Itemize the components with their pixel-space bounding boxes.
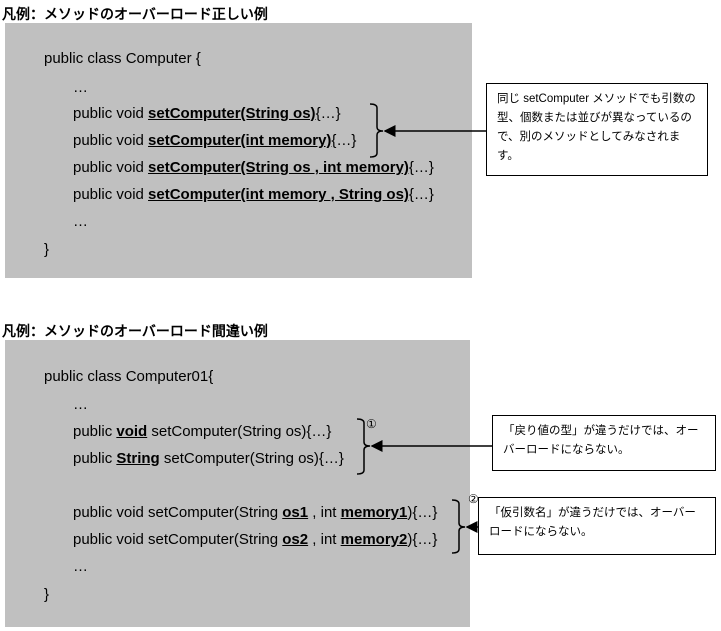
code-line: } (44, 586, 49, 604)
bracket-2 (356, 418, 371, 475)
highlighted-code: memory1 (340, 504, 408, 521)
code-text: public class Computer { (44, 50, 201, 67)
code-text: {…} (315, 105, 341, 122)
code-line: } (44, 241, 49, 259)
code-text: public (73, 423, 117, 440)
code-text: public void (73, 105, 149, 122)
code-text: public void setComputer(String (73, 504, 283, 521)
code-text: } (44, 241, 50, 258)
code-text: } (44, 586, 50, 603)
code-text: public void (73, 159, 149, 176)
highlighted-code: memory2 (340, 531, 408, 548)
code-text: … (73, 213, 88, 230)
marker-1: ① (366, 417, 377, 431)
code-line: … (73, 558, 88, 576)
code-line: public void setComputer(String os , int … (73, 159, 434, 177)
code-line: public void setComputer(int memory , Str… (73, 186, 434, 204)
highlighted-code: setComputer(int memory) (148, 132, 332, 149)
bad-example-title: 凡例：メソッドのオーバーロード間違い例 (2, 323, 268, 339)
code-text: … (73, 79, 88, 96)
code-text: {…} (331, 132, 357, 149)
code-line: … (73, 79, 88, 97)
code-text: setComputer(String os){…} (159, 450, 344, 467)
return-type-callout: 「戻り値の型」が違うだけでは、オーバーロードにならない。 (492, 415, 716, 471)
highlighted-code: os1 (282, 504, 309, 521)
highlighted-code: String (116, 450, 160, 467)
good-example-title: 凡例：メソッドのオーバーロード正しい例 (2, 6, 268, 22)
code-line: public String setComputer(String os){…} (73, 450, 344, 468)
good-code-box (5, 23, 472, 278)
code-line: public class Computer { (44, 50, 201, 68)
code-text: public void (73, 132, 149, 149)
code-text: … (73, 558, 88, 575)
highlighted-code: setComputer(String os , int memory) (148, 159, 409, 176)
code-line: public void setComputer(int memory){…} (73, 132, 356, 150)
highlighted-code: os2 (282, 531, 309, 548)
code-text: {…} (408, 186, 434, 203)
code-line: … (73, 213, 88, 231)
code-text: {…} (408, 159, 434, 176)
bad-code-box (5, 340, 470, 627)
highlighted-code: setComputer(int memory , String os) (148, 186, 409, 203)
code-line: public void setComputer(String os){…} (73, 423, 331, 441)
code-line: public void setComputer(String os){…} (73, 105, 341, 123)
code-text: setComputer(String os){…} (147, 423, 332, 440)
marker-2: ② (468, 492, 479, 506)
highlighted-code: void (116, 423, 148, 440)
code-text: , int (308, 504, 341, 521)
code-line: public void setComputer(String os2 , int… (73, 531, 437, 549)
code-text: public void setComputer(String (73, 531, 283, 548)
code-line: … (73, 396, 88, 414)
highlighted-code: setComputer(String os) (148, 105, 316, 122)
code-text: ){…} (407, 531, 438, 548)
code-text: … (73, 396, 88, 413)
good-callout: 同じ setComputer メソッドでも引数の型、個数または並びが異なっている… (486, 83, 708, 176)
code-text: public void (73, 186, 149, 203)
bracket-3 (451, 499, 466, 554)
code-line: public class Computer01{ (44, 368, 213, 386)
code-text: public (73, 450, 117, 467)
bracket-1 (369, 103, 384, 158)
param-name-callout: 「仮引数名」が違うだけでは、オーバーロードにならない。 (478, 497, 716, 555)
code-text: ){…} (407, 504, 438, 521)
code-text: , int (308, 531, 341, 548)
code-text: public class Computer01{ (44, 368, 214, 385)
code-line: public void setComputer(String os1 , int… (73, 504, 437, 522)
